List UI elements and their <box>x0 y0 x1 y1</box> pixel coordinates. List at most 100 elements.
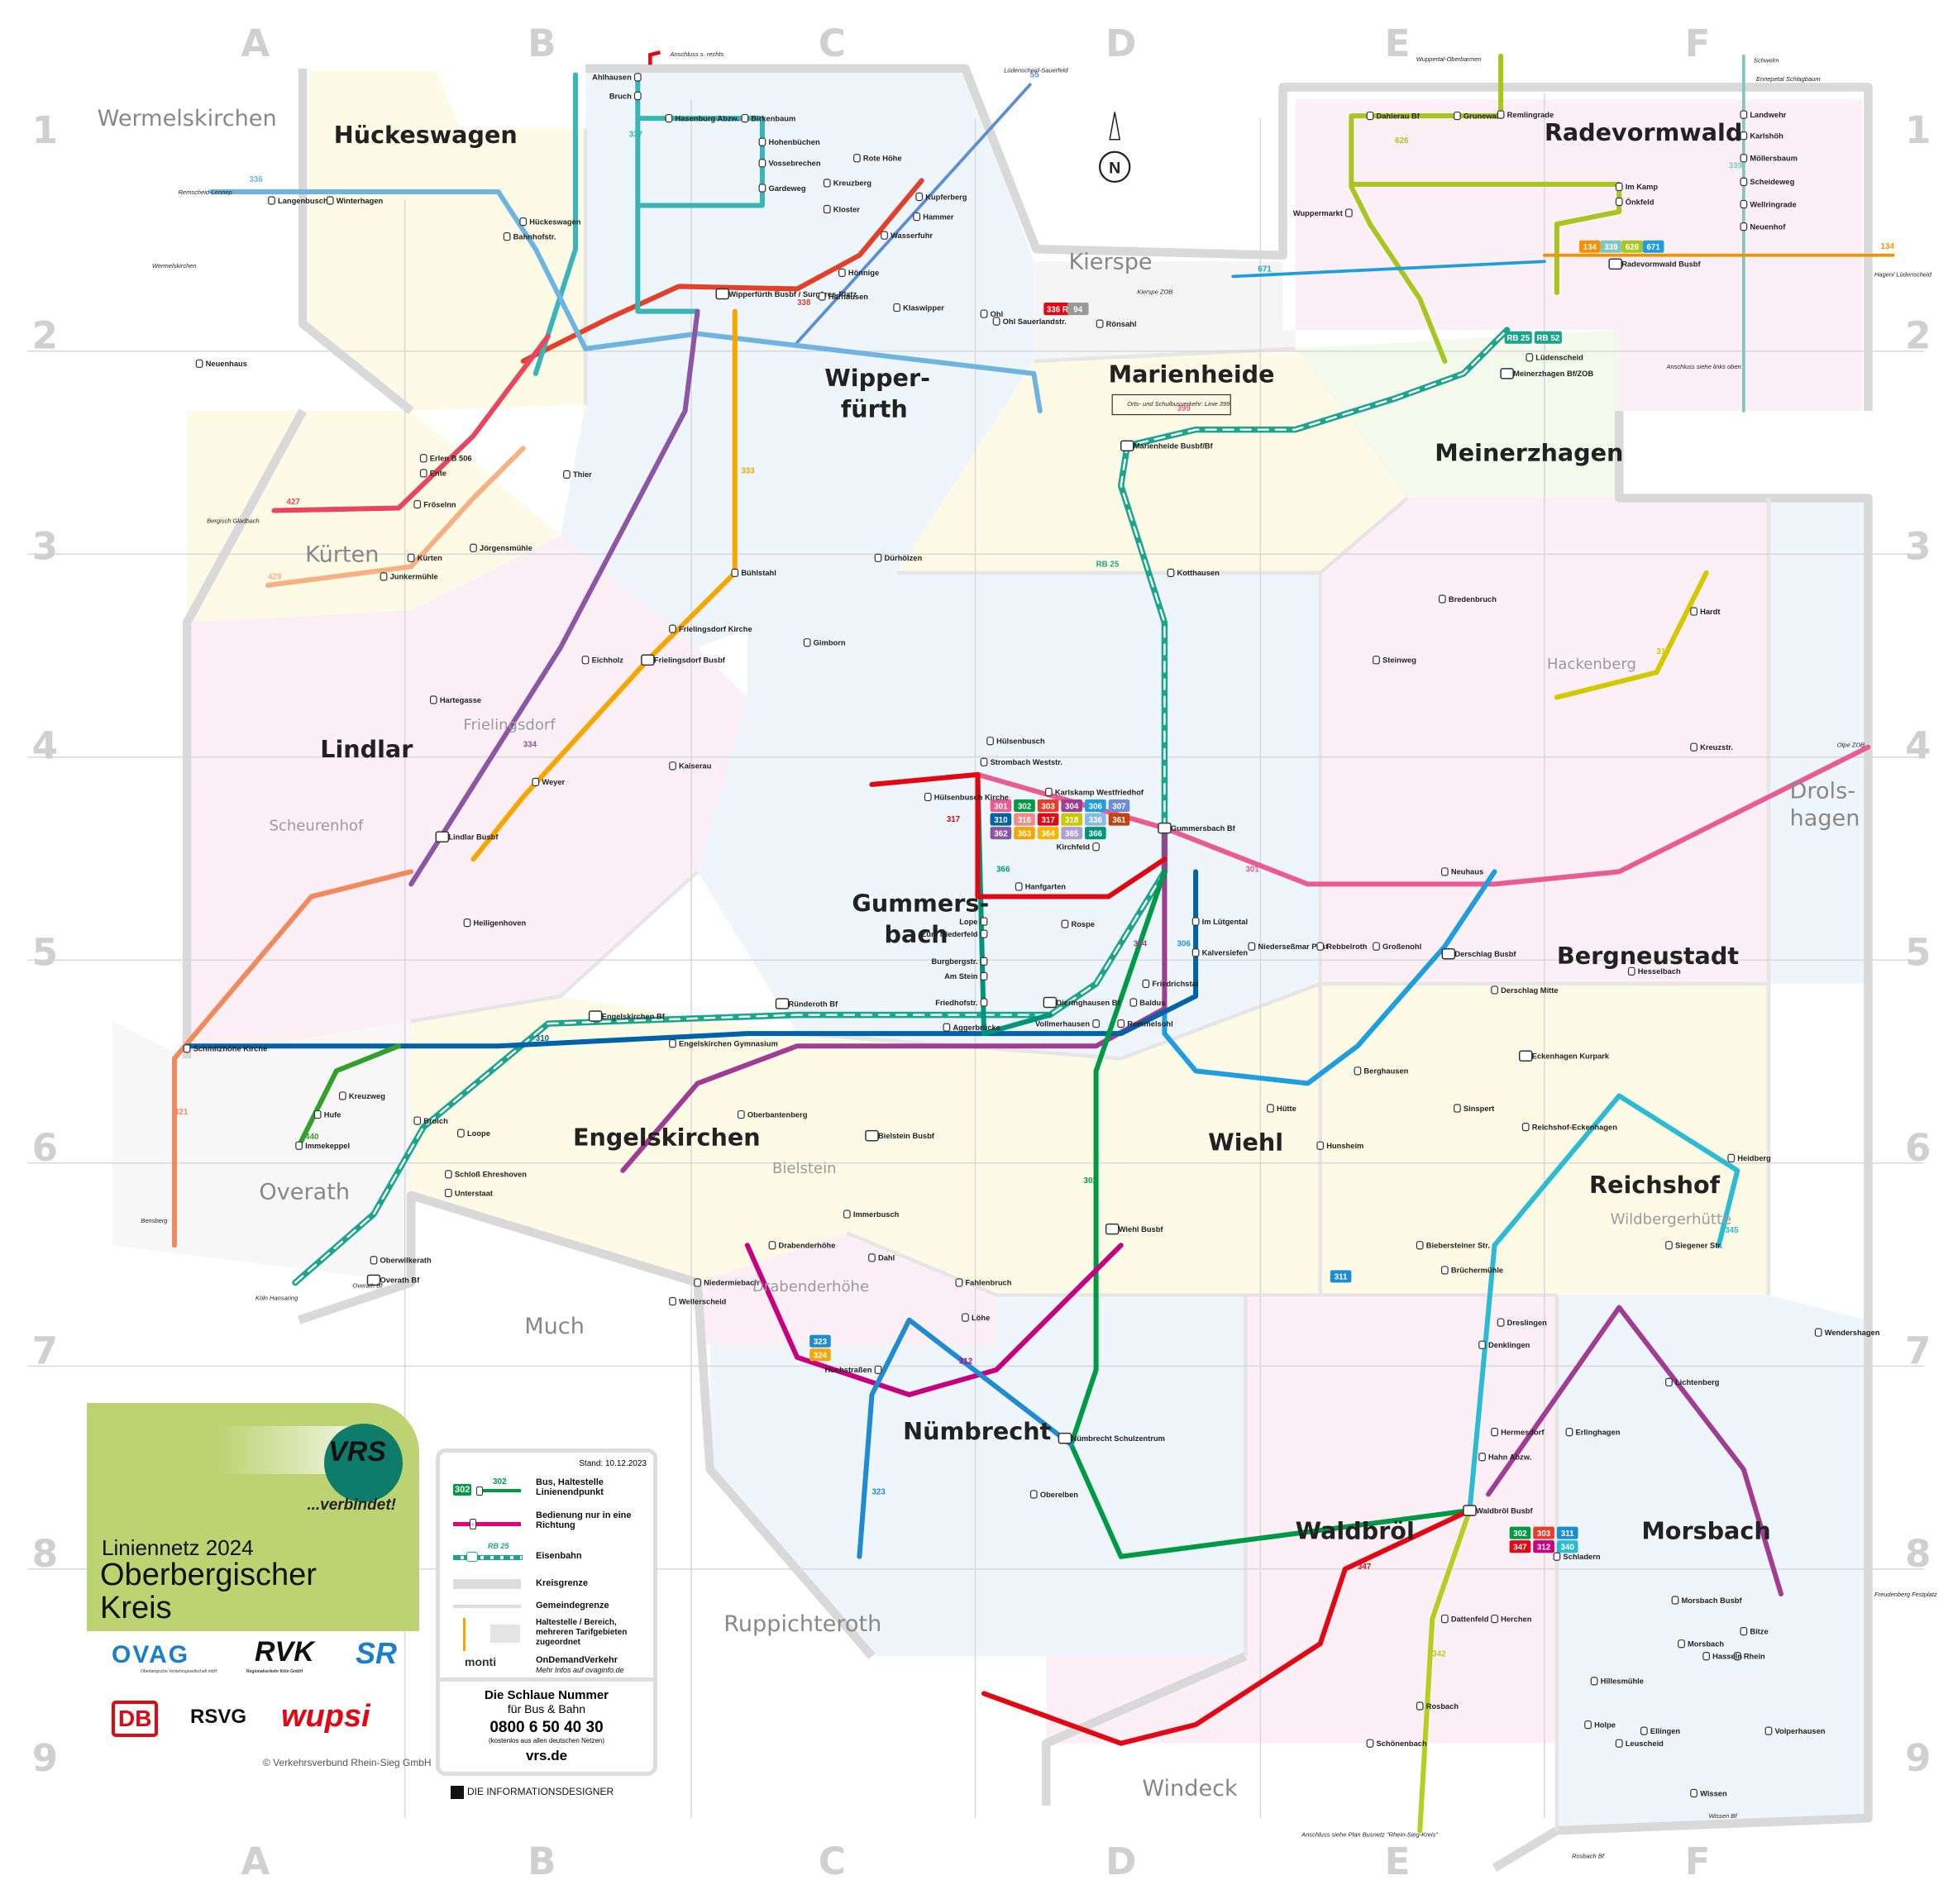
station-label[interactable]: Meinerzhagen Bf/ZOB <box>1513 370 1593 378</box>
route-badge[interactable] <box>1600 240 1622 253</box>
route-badge[interactable] <box>1037 799 1059 813</box>
stop-marker[interactable] <box>1191 948 1200 957</box>
stop-marker[interactable] <box>1553 1552 1561 1561</box>
stop-label[interactable]: Im Lütgental <box>1202 918 1248 926</box>
stop-marker[interactable] <box>1497 1318 1505 1327</box>
stop-label[interactable]: Dahl <box>878 1254 895 1262</box>
stop-label[interactable]: Wellringrade <box>1750 200 1796 208</box>
station-label[interactable]: Eckenhagen Kurpark <box>1532 1052 1610 1061</box>
route-badge[interactable] <box>1067 303 1089 316</box>
stop-marker[interactable] <box>1438 594 1446 604</box>
stop-label[interactable]: Hückeswagen <box>529 217 581 226</box>
stop-label[interactable]: Remmelsohl <box>1127 1019 1172 1028</box>
stop-label[interactable]: Wuppermarkt <box>1293 209 1343 217</box>
stop-marker[interactable] <box>581 656 590 665</box>
stop-label[interactable]: Broich <box>423 1117 448 1125</box>
station-marker[interactable] <box>1105 1223 1120 1235</box>
stop-label[interactable]: Holpe <box>1594 1720 1616 1729</box>
stop-label[interactable]: Dürhölzen <box>885 554 923 562</box>
stop-label[interactable]: Vossebrechen <box>768 160 820 168</box>
station-label[interactable]: Lindlar Busbf <box>448 833 499 841</box>
stop-marker[interactable] <box>1491 1614 1498 1624</box>
stop-label[interactable]: Herchen <box>1501 1615 1532 1623</box>
stop-marker[interactable] <box>874 553 882 562</box>
stop-marker[interactable] <box>1142 979 1150 989</box>
stop-marker[interactable] <box>419 454 427 463</box>
stop-label[interactable]: Hufe <box>324 1110 341 1119</box>
stop-label[interactable]: Scheideweg <box>1750 178 1794 186</box>
stop-marker[interactable] <box>1740 154 1748 163</box>
stop-label[interactable]: Harhausen <box>828 293 869 301</box>
line-310[interactable] <box>184 869 1199 1049</box>
stop-label[interactable]: Wasserfuhr <box>891 231 933 240</box>
stop-label[interactable]: Strombach Weststr. <box>991 758 1062 766</box>
line-317[interactable] <box>869 771 1168 900</box>
station-marker[interactable] <box>1120 440 1134 452</box>
stop-marker[interactable] <box>669 761 676 771</box>
route-badge[interactable] <box>990 799 1012 813</box>
stop-label[interactable]: Rote Höhe <box>863 155 902 163</box>
stop-label[interactable]: Siegener Str. <box>1675 1242 1722 1250</box>
stop-marker[interactable] <box>980 998 988 1007</box>
stop-label[interactable]: Neuhaus <box>1451 868 1483 876</box>
hotline-number[interactable]: 0800 6 50 40 30 <box>489 1719 604 1736</box>
stop-label[interactable]: Loope <box>467 1129 490 1138</box>
stop-label[interactable]: Bahnhofstr. <box>513 232 556 241</box>
stop-marker[interactable] <box>380 572 388 581</box>
stop-label[interactable]: Bühlstahl <box>741 569 776 577</box>
stop-label[interactable]: Immerbusch <box>853 1210 900 1219</box>
stop-marker[interactable] <box>1366 1739 1374 1748</box>
stop-label[interactable]: Lichtenberg <box>1675 1378 1720 1386</box>
stop-marker[interactable] <box>470 543 477 552</box>
stop-label[interactable]: Eichholz <box>592 656 624 665</box>
station-label[interactable]: Waldbröl Busbf <box>1476 1506 1533 1515</box>
stop-marker[interactable] <box>1373 656 1380 665</box>
stop-marker[interactable] <box>413 499 422 509</box>
stop-label[interactable]: Baldus <box>1139 999 1165 1007</box>
station-marker[interactable] <box>1463 1505 1477 1516</box>
stop-marker[interactable] <box>1248 942 1256 951</box>
route-badge[interactable] <box>1556 1540 1578 1553</box>
stop-label[interactable]: Kürten <box>418 554 442 562</box>
stop-label[interactable]: Dahlerau Bf <box>1376 112 1420 120</box>
line-421[interactable] <box>171 869 414 1248</box>
stop-label[interactable]: Frielingsdorf Kirche <box>679 625 752 633</box>
stop-marker[interactable] <box>1491 985 1498 995</box>
stop-label[interactable]: Rospe <box>1071 920 1095 928</box>
stop-label[interactable]: Heidberg <box>1737 1154 1771 1162</box>
stop-label[interactable]: Klaswipper <box>903 303 944 312</box>
route-badge[interactable] <box>1085 799 1106 813</box>
stop-label[interactable]: Volperhausen <box>1774 1727 1825 1735</box>
stop-label[interactable]: Wissen <box>1700 1789 1727 1797</box>
stop-label[interactable]: Hammer <box>923 212 954 221</box>
stop-marker[interactable] <box>1267 1104 1274 1113</box>
stop-marker[interactable] <box>633 91 642 101</box>
stop-label[interactable]: Ohl Sauerlandstr. <box>1003 317 1067 326</box>
stop-marker[interactable] <box>1191 917 1200 926</box>
stop-label[interactable]: Biebersteiner Str. <box>1426 1242 1490 1250</box>
route-badge[interactable] <box>1504 331 1532 344</box>
station-label[interactable]: Ründeroth Bf <box>789 1000 838 1008</box>
stop-label[interactable]: Kloster <box>833 205 861 213</box>
stop-marker[interactable] <box>881 231 888 240</box>
stop-label[interactable]: Hönnige <box>848 269 879 277</box>
stop-marker[interactable] <box>962 1313 969 1322</box>
stop-label[interactable]: Bredenbruch <box>1449 595 1497 604</box>
stop-marker[interactable] <box>313 1109 322 1119</box>
stop-marker[interactable] <box>669 1296 676 1306</box>
stop-label[interactable]: Hülsenbusch <box>996 737 1045 746</box>
route-badge[interactable] <box>1509 1526 1531 1539</box>
stop-marker[interactable] <box>1373 942 1380 951</box>
stop-marker[interactable] <box>444 1188 452 1198</box>
stop-label[interactable]: Erlinghagen <box>1575 1428 1620 1436</box>
stop-marker[interactable] <box>1454 1104 1461 1113</box>
stop-marker[interactable] <box>1497 110 1505 119</box>
stop-marker[interactable] <box>1029 1490 1038 1499</box>
stop-marker[interactable] <box>803 638 811 647</box>
stop-marker[interactable] <box>413 1116 422 1125</box>
stop-marker[interactable] <box>1615 1739 1623 1748</box>
stop-marker[interactable] <box>1740 199 1748 209</box>
route-badge[interactable] <box>1037 813 1059 826</box>
stop-label[interactable]: Hesselbach <box>1638 967 1681 976</box>
stop-marker[interactable] <box>741 113 749 123</box>
